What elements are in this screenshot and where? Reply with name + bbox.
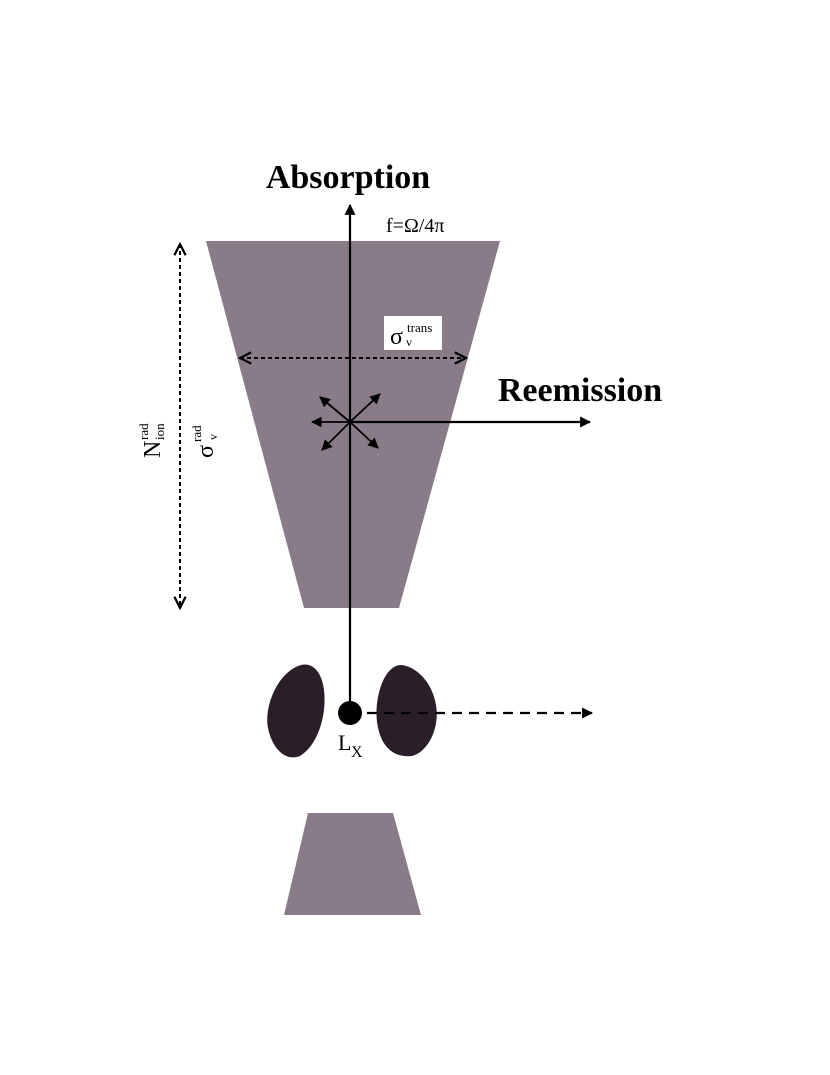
xray-source-dot bbox=[338, 701, 362, 725]
lower-ionization-cone bbox=[284, 813, 421, 915]
absorption-label: Absorption bbox=[266, 159, 430, 196]
sigma-rad-label: σ rad v bbox=[189, 425, 220, 458]
n-ion-superscript: rad bbox=[136, 423, 151, 440]
covering-factor-label: f=Ω/4π bbox=[386, 215, 444, 237]
torus-left-lobe bbox=[267, 664, 325, 758]
sigma-trans-label: σ trans v bbox=[384, 316, 442, 350]
svg-text:σ: σ bbox=[390, 324, 403, 350]
sigma-rad-subscript: v bbox=[206, 434, 220, 440]
n-ion-subscript: ion bbox=[152, 423, 167, 440]
sigma-trans-subscript: v bbox=[406, 335, 412, 349]
n-ion-rad-label: N rad ion bbox=[136, 423, 167, 458]
source-luminosity-label: L X bbox=[338, 730, 363, 761]
source-symbol: L bbox=[338, 730, 351, 755]
n-ion-symbol: N bbox=[140, 441, 166, 458]
sigma-rad-superscript: rad bbox=[189, 425, 204, 442]
scattering-arrows bbox=[310, 393, 381, 451]
sigma-trans-symbol: σ bbox=[390, 324, 403, 350]
source-subscript: X bbox=[351, 744, 363, 761]
reemission-label: Reemission bbox=[498, 372, 662, 409]
sigma-trans-superscript: trans bbox=[407, 320, 432, 335]
sigma-rad-symbol: σ bbox=[193, 445, 219, 458]
svg-text:N: N bbox=[140, 441, 166, 458]
torus-right-lobe bbox=[376, 664, 437, 757]
svg-text:σ: σ bbox=[193, 445, 219, 458]
sigma-trans-box bbox=[384, 316, 442, 350]
